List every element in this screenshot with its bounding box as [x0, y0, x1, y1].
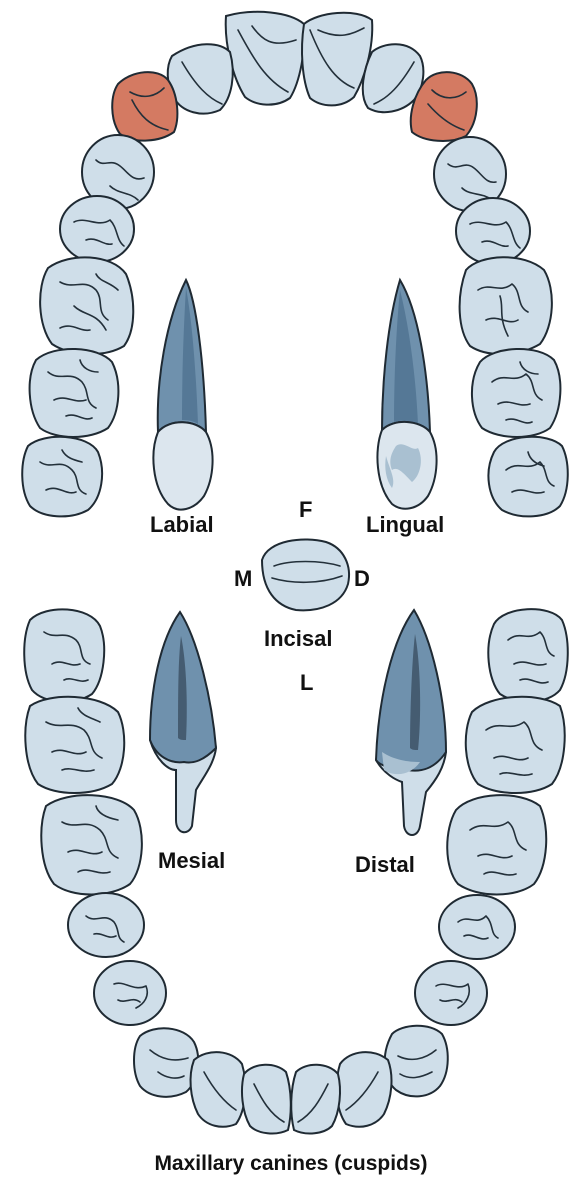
lower-first-premolar-left [94, 961, 166, 1025]
upper-second-molar-left [30, 349, 119, 437]
lower-first-premolar-right [415, 961, 487, 1025]
upper-central-incisor-left [226, 12, 305, 105]
lower-canine-right [385, 1026, 448, 1097]
lower-canine-left [134, 1028, 198, 1097]
lower-central-incisor-right [291, 1065, 340, 1134]
lower-second-molar-left [25, 697, 124, 793]
label-distal: Distal [355, 852, 415, 878]
label-mesial-m: M [234, 566, 252, 592]
lower-arch [24, 609, 568, 1133]
upper-central-incisor-right [302, 13, 372, 106]
incisal-view-canine [262, 539, 349, 610]
upper-first-molar-left [40, 257, 133, 354]
upper-arch [22, 12, 568, 517]
lower-lateral-incisor-right [337, 1052, 392, 1127]
upper-second-molar-right [472, 349, 560, 437]
upper-second-premolar-left [60, 196, 134, 262]
lower-third-molar-right [488, 609, 567, 702]
lower-central-incisor-left [242, 1065, 291, 1134]
label-mesial: Mesial [158, 848, 225, 874]
lower-lateral-incisor-left [191, 1052, 246, 1127]
mesial-view-canine [150, 612, 216, 832]
upper-second-premolar-right [456, 198, 530, 264]
lower-second-molar-right [466, 697, 565, 793]
label-labial: Labial [150, 512, 214, 538]
label-facial-f: F [299, 497, 312, 523]
label-incisal: Incisal [264, 626, 332, 652]
labial-view-canine [153, 280, 212, 510]
lingual-view-canine [377, 280, 436, 509]
lower-first-molar-left [41, 795, 142, 894]
lower-first-molar-right [447, 795, 546, 894]
lower-second-premolar-left [68, 893, 144, 957]
label-lingual: Lingual [366, 512, 444, 538]
lower-third-molar-left [24, 609, 104, 702]
upper-third-molar-right [488, 437, 567, 517]
lower-second-premolar-right [439, 895, 515, 959]
diagram-caption: Maxillary canines (cuspids) [0, 1152, 582, 1176]
label-lingual-l: L [300, 670, 313, 696]
upper-first-molar-right [460, 257, 552, 354]
upper-third-molar-left [22, 437, 102, 517]
label-distal-d: D [354, 566, 370, 592]
distal-view-canine [376, 610, 446, 835]
